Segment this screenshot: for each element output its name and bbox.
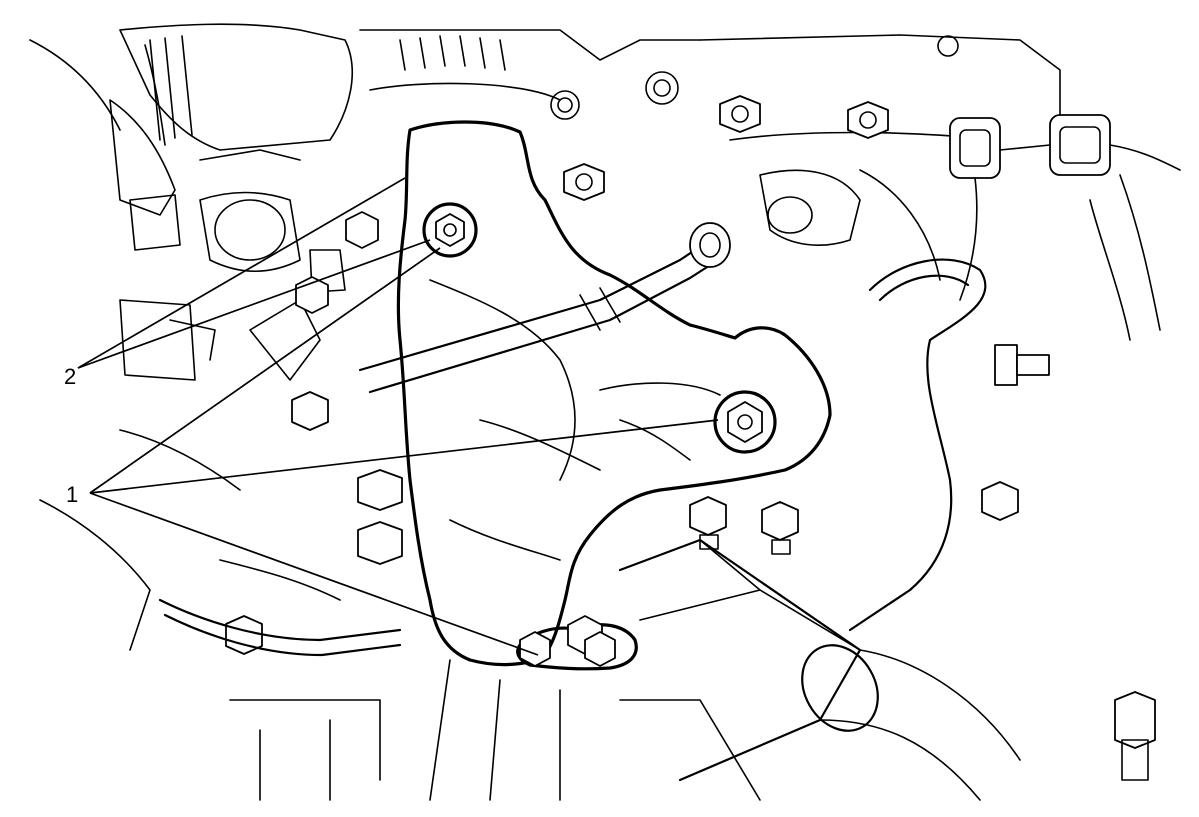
left-bolt-3 bbox=[291, 391, 329, 431]
callout-2-leader-lines bbox=[77, 177, 431, 369]
sensor-connector-right bbox=[1049, 114, 1181, 176]
left-bolt-1 bbox=[345, 211, 379, 249]
top-bolt-1 bbox=[719, 95, 761, 133]
heat-shield-lower-bolts bbox=[516, 615, 638, 671]
sensor-connector-left bbox=[949, 117, 1001, 301]
right-nut bbox=[981, 481, 1019, 521]
left-bolt-6 bbox=[225, 615, 263, 655]
callout-1-leader-lines bbox=[89, 247, 719, 656]
callout-label-1: 1 bbox=[66, 482, 78, 507]
callout-label-2: 2 bbox=[64, 364, 76, 389]
heat-shield-upper-bolt bbox=[422, 202, 478, 258]
right-stud bbox=[994, 344, 1050, 386]
left-bolt-5 bbox=[357, 521, 403, 565]
exhaust-manifold-heat-shield bbox=[396, 120, 832, 667]
heat-shield-middle-bolt bbox=[713, 390, 777, 454]
engine-block-linework bbox=[29, 23, 1181, 801]
flange-nut-1 bbox=[689, 496, 727, 550]
left-bolt-4 bbox=[357, 469, 403, 511]
lower-right-bolt bbox=[1114, 691, 1156, 781]
flange-nut-2 bbox=[761, 501, 799, 555]
top-bolt-2 bbox=[847, 101, 889, 139]
top-bolt-3 bbox=[563, 163, 605, 201]
